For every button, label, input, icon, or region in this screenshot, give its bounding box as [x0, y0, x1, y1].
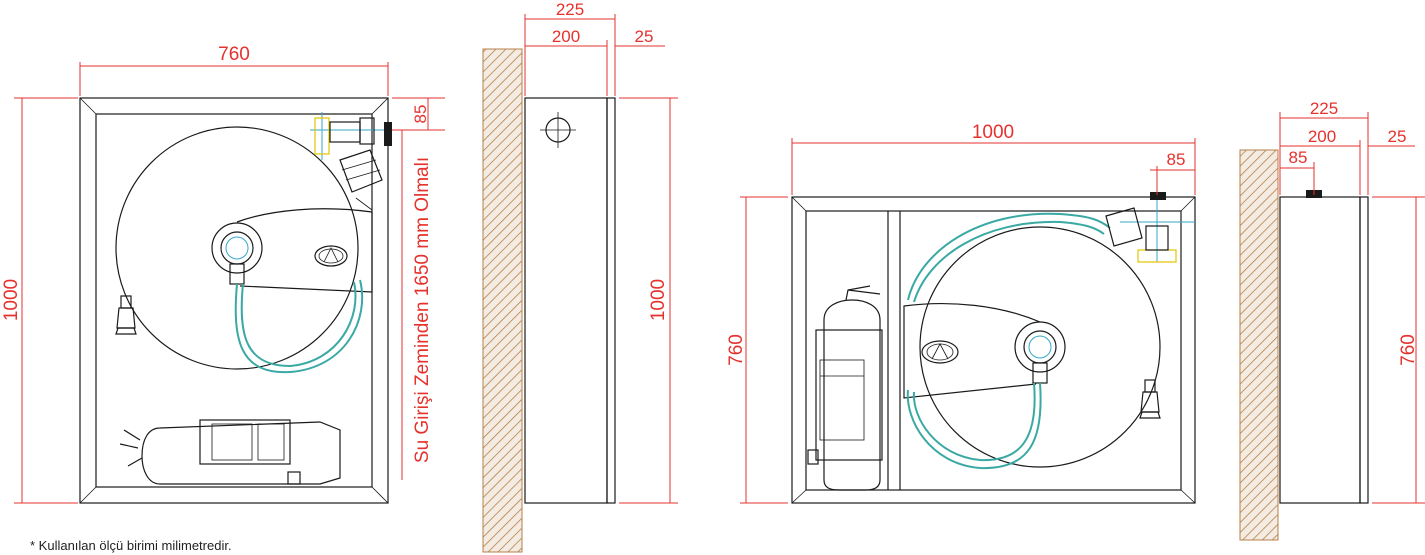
reel-hub [211, 222, 263, 274]
side2-height-label: 760 [1398, 334, 1419, 366]
brand-logo [314, 245, 348, 267]
hose-reel-drum-2 [919, 226, 1161, 468]
side2-body-label: 200 [1308, 127, 1336, 146]
cabinet-inner-frame [95, 113, 373, 488]
fire-extinguisher-upright [807, 285, 883, 491]
cabinet2-side-door [1359, 196, 1369, 504]
side1-body-label: 200 [552, 27, 580, 46]
front-view-cabinet-vertical [79, 97, 392, 504]
unit-note: * Kullanılan ölçü birimi milimetredir. [30, 538, 232, 553]
cabinet2-side-body [1279, 196, 1361, 504]
side1-total-label: 225 [556, 0, 584, 19]
hose [234, 279, 364, 374]
hose-2 [906, 382, 1042, 470]
shut-off-valve-2 [1105, 192, 1195, 263]
shut-off-valve [310, 112, 392, 211]
side2-offset-label: 85 [1289, 148, 1308, 167]
hose-reel-drum [115, 126, 359, 370]
reel-arm [236, 208, 373, 293]
front1-offset-label: 85 [411, 105, 430, 124]
side-view-1 [482, 48, 616, 553]
side-view-2 [1239, 149, 1369, 541]
wall-hatch-2 [1239, 149, 1279, 541]
side2-total-label: 225 [1310, 99, 1338, 118]
cabinet-side-body [524, 97, 608, 504]
cabinet2-outer-frame [791, 196, 1196, 504]
cabinet2-inner-frame [805, 210, 1182, 491]
hose-nozzle-2 [1139, 379, 1161, 419]
fire-extinguisher-horizontal [119, 419, 341, 485]
cabinet-side-door [606, 97, 616, 504]
front-view-cabinet-horizontal [791, 192, 1196, 504]
front1-dimensions: 760 1000 85 Su Girişi Zeminden 1650 mm O… [1, 44, 445, 504]
side1-dimensions: 225 200 25 1000 [524, 0, 678, 504]
side2-dimensions: 225 200 25 85 760 [1279, 99, 1425, 504]
front2-width-label: 1000 [972, 122, 1014, 143]
side1-height-label: 1000 [648, 279, 669, 321]
water-inlet-note: Su Girişi Zeminden 1650 mm Olmalı [412, 157, 433, 463]
front2-height-label: 760 [726, 334, 747, 366]
side2-door-label: 25 [1388, 127, 1407, 146]
reel-hub-2 [1014, 321, 1066, 373]
brand-logo-2 [921, 340, 959, 364]
front1-height-label: 1000 [1, 279, 22, 321]
front2-dimensions: 1000 85 760 [726, 122, 1196, 504]
side1-door-label: 25 [635, 27, 654, 46]
front1-width-label: 760 [218, 44, 250, 65]
cabinet-outer-frame [79, 97, 389, 504]
wall-hatch [482, 48, 523, 553]
reel-arm-2 [903, 302, 1041, 399]
front2-offset-label: 85 [1167, 150, 1186, 169]
hose-nozzle [115, 295, 137, 335]
